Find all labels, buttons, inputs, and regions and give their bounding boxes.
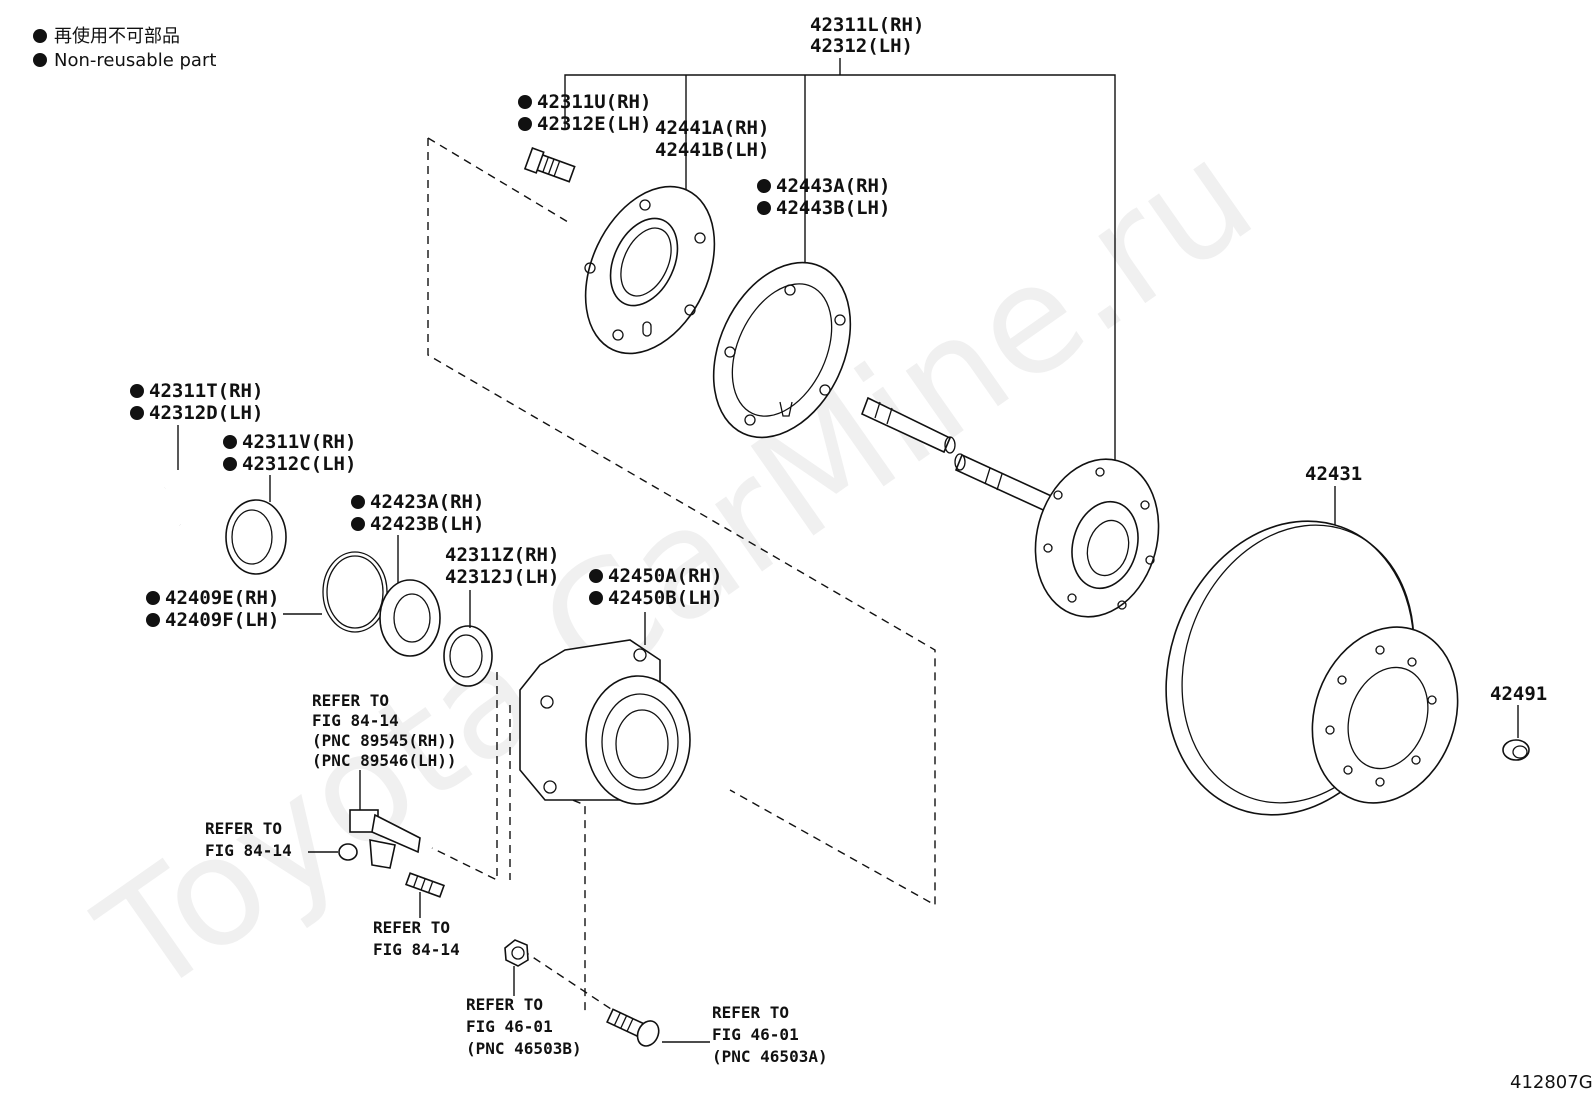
ref-bolt-line2: FIG 46-01 [712,1025,799,1044]
label-42311T: 42311T(RH) [149,380,263,402]
label-42312J: 42312J(LH) [445,566,559,588]
ref-nut-line2: FIG 46-01 [466,1017,553,1036]
non-reusable-bullet-icon [146,613,160,627]
nut-part [504,939,529,996]
abs-sensor-part [349,770,421,869]
label-42431: 42431 [1305,463,1362,485]
label-42450B: 42450B(LH) [608,587,722,609]
stud-part [405,872,445,918]
label-42311V: 42311V(RH) [242,431,356,453]
label-42443A: 42443A(RH) [776,175,890,197]
legend: 再使用不可部品 Non-reusable part [33,26,216,71]
inner-seal-part [443,590,493,687]
ref-sensor-line4: (PNC 89546(LH)) [312,751,457,770]
non-reusable-bullet-icon [757,179,771,193]
ref-bolt-line1: REFER TO [712,1003,789,1022]
label-42312E: 42312E(LH) [537,113,651,135]
non-reusable-bullet-icon [130,384,144,398]
label-42409E: 42409E(RH) [165,587,279,609]
ref-stud-line1: REFER TO [373,918,450,937]
label-42311U: 42311U(RH) [537,91,651,113]
label-42491: 42491 [1490,683,1547,705]
plug-part [1502,705,1530,761]
brake-disc-part [1165,486,1459,816]
bearing-part [379,535,441,657]
label-42312C: 42312C(LH) [242,453,356,475]
gasket-part [712,261,852,439]
label-42312: 42312(LH) [810,35,913,57]
ref-sensor-line2: FIG 84-14 [312,711,399,730]
ref-bolt-line3: (PNC 46503A) [712,1047,828,1066]
legend-english: Non-reusable part [54,50,216,71]
label-42312D: 42312D(LH) [149,402,263,424]
o-ring-part [283,551,388,633]
label-42423A: 42423A(RH) [370,491,484,513]
non-reusable-bullet-icon [146,591,160,605]
ref-nut-line1: REFER TO [466,995,543,1014]
ref-nut-line3: (PNC 46503B) [466,1039,582,1058]
axle-hub-part [519,612,691,805]
label-42441A: 42441A(RH) [655,117,769,139]
label-42441B: 42441B(LH) [655,139,769,161]
part-labels: 42311L(RH) 42312(LH) 42311U(RH) 42312E(L… [130,14,1547,1066]
snap-ring-part [163,425,222,530]
bullet-icon [33,53,47,67]
label-42450A: 42450A(RH) [608,565,722,587]
ref-clip-line1: REFER TO [205,819,282,838]
label-42311Z: 42311Z(RH) [445,544,559,566]
label-42423B: 42423B(LH) [370,513,484,535]
axle-shaft-part [860,396,1160,618]
non-reusable-bullet-icon [351,517,365,531]
ref-sensor-line1: REFER TO [312,691,389,710]
bullet-icon [33,29,47,43]
non-reusable-bullet-icon [757,201,771,215]
lower-bolt-part [606,1008,710,1047]
label-42409F: 42409F(LH) [165,609,279,631]
non-reusable-bullet-icon [223,435,237,449]
non-reusable-bullet-icon [518,95,532,109]
ref-sensor-line3: (PNC 89545(RH)) [312,731,457,750]
label-42443B: 42443B(LH) [776,197,890,219]
non-reusable-bullet-icon [589,591,603,605]
ref-stud-line2: FIG 84-14 [373,940,460,959]
oil-seal-part [225,475,287,575]
bearing-retainer-part [584,185,716,355]
assembly-dashed-outline [427,137,936,1016]
legend-japanese: 再使用不可部品 [54,26,180,47]
figure-id: 412807G [1510,1072,1592,1093]
hub-bolt-part [523,147,576,183]
non-reusable-bullet-icon [518,117,532,131]
ref-clip-line2: FIG 84-14 [205,841,292,860]
non-reusable-bullet-icon [589,569,603,583]
non-reusable-bullet-icon [130,406,144,420]
sensor-clip-part [308,843,358,861]
non-reusable-bullet-icon [351,495,365,509]
non-reusable-bullet-icon [223,457,237,471]
label-42311L: 42311L(RH) [810,14,924,36]
